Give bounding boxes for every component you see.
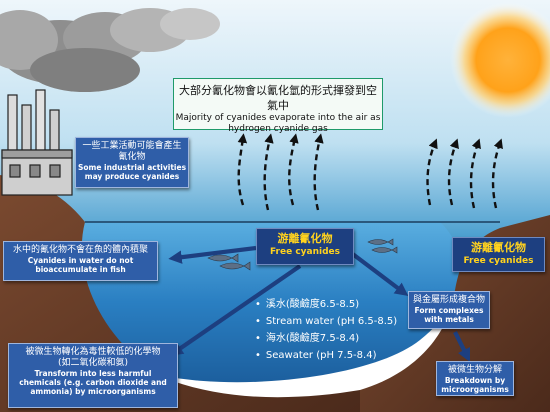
free-center-en: Free cyanides bbox=[269, 247, 341, 257]
breakdown-en-line-1: Breakdown by bbox=[444, 376, 506, 385]
industry-zh-line-2: 氰化物 bbox=[118, 152, 146, 162]
ph-list: 溪水(酸鹼度6.5-8.5) Stream water (pH 6.5-8.5)… bbox=[255, 296, 397, 364]
complex-box: 與金屬形成複合物 Form complexes with metals bbox=[408, 291, 490, 329]
flow-arrows bbox=[168, 245, 471, 363]
fish-en-line-2: bioaccumulate in fish bbox=[35, 265, 126, 274]
breakdown-zh: 被微生物分解 bbox=[447, 365, 502, 375]
complex-en-line-2: with metals bbox=[424, 315, 474, 324]
fish-en-line-1: Cyanides in water do not bbox=[27, 256, 134, 265]
micro-en-line-1: Transform into less harmful bbox=[34, 369, 152, 378]
industry-zh-line-1: 一些工業活動可能會產生 bbox=[82, 141, 182, 151]
micro-en-line-3: ammonia) by microorganisms bbox=[30, 387, 156, 396]
ph-list-item: 海水(酸鹼度7.5-8.4) bbox=[255, 330, 397, 347]
industry-en-line-2: may produce cyanides bbox=[84, 172, 180, 181]
free-right-zh: 游離氰化物 bbox=[471, 241, 526, 254]
complex-en-line-1: Form complexes bbox=[414, 306, 484, 315]
ph-list-item: Seawater (pH 7.5-8.4) bbox=[255, 347, 397, 364]
sun bbox=[450, 2, 550, 118]
micro-en-line-2: chemicals (e.g. carbon dioxide and bbox=[19, 378, 167, 387]
free-cyanides-right-box: 游離氰化物 Free cyanides bbox=[452, 237, 545, 272]
fish-zh: 水中的氰化物不會在魚的體內積聚 bbox=[12, 245, 148, 255]
title-zh: 大部分氰化物會以氰化氫的形式揮發到空氣中 bbox=[179, 84, 377, 112]
free-cyanides-center-box: 游離氰化物 Free cyanides bbox=[256, 228, 354, 265]
title-en-line-1: Majority of cyanides evaporate into the … bbox=[175, 113, 381, 123]
industry-box: 一些工業活動可能會產生 氰化物 Some industrial activiti… bbox=[75, 137, 189, 188]
factory-icon bbox=[1, 89, 73, 196]
free-center-zh: 游離氰化物 bbox=[277, 232, 333, 245]
industry-en-line-1: Some industrial activities bbox=[77, 163, 187, 172]
micro-zh-line-2: (如二氧化碳和氨) bbox=[57, 358, 129, 368]
fish-school-icon bbox=[207, 238, 398, 271]
title-box: 大部分氰化物會以氰化氫的形式揮發到空氣中 Majority of cyanide… bbox=[173, 78, 383, 134]
ph-list-item: Stream water (pH 6.5-8.5) bbox=[255, 313, 397, 330]
microorganisms-box: 被微生物轉化為毒性較低的化學物 (如二氧化碳和氨) Transform into… bbox=[8, 343, 178, 408]
fish-box: 水中的氰化物不會在魚的體內積聚 Cyanides in water do not… bbox=[3, 241, 158, 281]
evaporation-arrows bbox=[237, 133, 503, 211]
ph-list-item: 溪水(酸鹼度6.5-8.5) bbox=[255, 296, 397, 313]
title-en-line-2: hydrogen cyanide gas bbox=[228, 124, 328, 134]
micro-zh-line-1: 被微生物轉化為毒性較低的化學物 bbox=[25, 347, 161, 357]
breakdown-en-line-2: microorganisms bbox=[441, 385, 509, 394]
complex-zh: 與金屬形成複合物 bbox=[412, 295, 485, 305]
breakdown-box: 被微生物分解 Breakdown by microorganisms bbox=[436, 361, 514, 396]
smoke-cloud bbox=[0, 8, 220, 92]
free-right-en: Free cyanides bbox=[463, 256, 534, 266]
